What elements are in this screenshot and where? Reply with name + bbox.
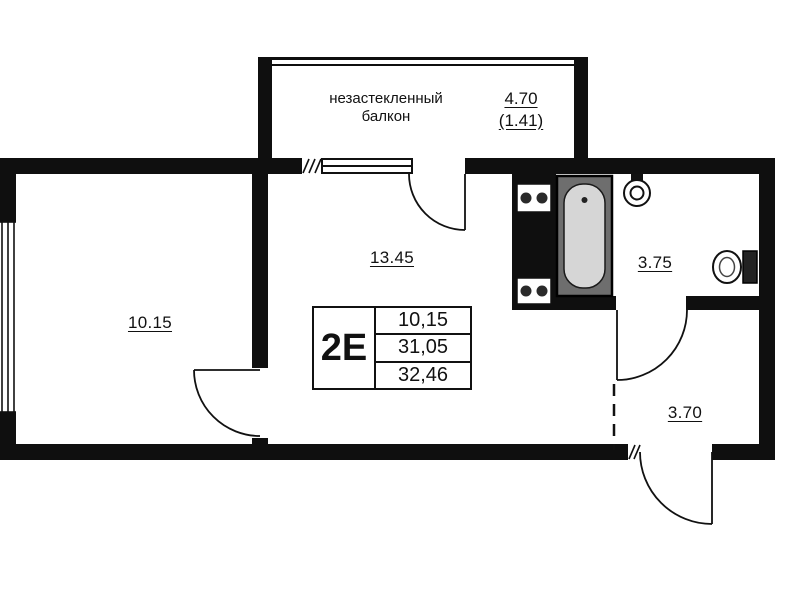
balcony-area-reduced: (1.41) [498,111,544,130]
apartment-type: 2Е [314,308,376,388]
balcony-label-line1: незастекленный [329,90,443,107]
wall-bath-bottom-right [686,296,759,310]
area-label-living-kitchen: 13.45 [369,248,415,267]
wall-hatch-top-icon [302,158,322,174]
wall-right [759,158,775,460]
apartment-areas-column: 10,15 31,05 32,46 [376,308,470,388]
apartment-area: 31,05 [376,333,470,360]
wall-interior-rooms-stub [252,438,268,460]
entrance-door-icon [639,451,713,525]
wall-top-left [0,158,302,174]
balcony-door-icon [408,173,466,231]
wall-interior-rooms [252,158,268,368]
balcony-rail-outer [258,57,588,60]
toilet-icon [712,250,758,284]
balcony-area-value: 4.70 [504,89,538,108]
wall-vent-shaft [512,158,556,310]
bathtub-icon [555,174,614,298]
wall-left-lower [0,412,16,460]
window-left-icon [0,221,16,413]
balcony-rail-inner [258,64,588,66]
window-top-icon [321,158,413,174]
area-label-hallway: 3.70 [667,403,703,422]
wall-bath-bottom-left [556,296,616,310]
sink-icon [623,174,651,207]
area-label-room: 10.15 [127,313,173,332]
apartment-total-area: 32,46 [376,360,470,388]
room-door-icon [193,369,261,437]
balcony-label: незастекленный балкон [310,90,462,126]
wall-bottom-left [0,444,628,460]
bathroom-door-icon [616,309,688,381]
balcony-wall-left [258,60,272,158]
wall-left-upper [0,158,16,222]
balcony-area: 4.70 (1.41) [486,88,556,132]
wall-hatch-entrance-icon [628,444,641,460]
apartment-living-area: 10,15 [397,309,449,332]
balcony-label-line2: балкон [361,108,411,125]
apartment-info-table: 2Е 10,15 31,05 32,46 [312,306,472,390]
area-label-bathroom: 3.75 [637,253,673,272]
balcony-wall-right [574,60,588,158]
